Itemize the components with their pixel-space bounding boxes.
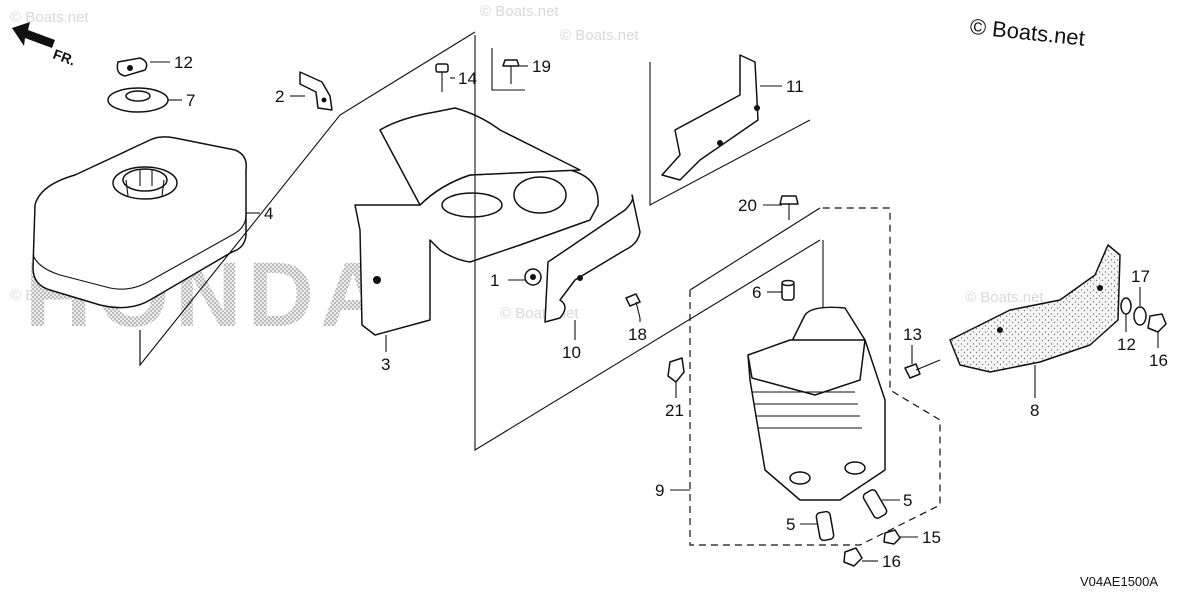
callout-18: 18 <box>628 325 647 344</box>
muffler-protector <box>949 244 1121 373</box>
nut-16 <box>883 529 901 545</box>
collar-6 <box>781 279 795 301</box>
callout-8: 9 <box>655 481 664 500</box>
washer-17 <box>1133 306 1147 326</box>
callout-17: 17 <box>1131 267 1150 286</box>
callout-1: 1 <box>490 271 499 290</box>
callout-14: 13 <box>903 325 922 344</box>
watermark: © Boats.net <box>965 289 1044 306</box>
callout-4: 4 <box>264 204 273 223</box>
callout-20: 20 <box>738 196 757 215</box>
callout-5: 5 <box>903 491 912 510</box>
clip-21 <box>667 357 685 383</box>
watermark: © Boats.net <box>480 3 559 20</box>
copyright-label: © Boats.net <box>969 14 1086 51</box>
bolt-18 <box>625 293 641 319</box>
figure-code: V04AE1500A <box>1080 574 1158 589</box>
muffler <box>747 240 886 501</box>
washer-12 <box>1120 297 1132 315</box>
callout-16: 16 <box>1149 351 1168 370</box>
nut-16 <box>1147 313 1167 333</box>
fan-shroud <box>354 107 599 336</box>
nut-16 <box>843 547 863 567</box>
watermark: © Boats.net <box>560 27 639 44</box>
callout-13: 12 <box>174 53 193 72</box>
cap-clip <box>116 57 148 77</box>
callout-15: 14 <box>458 69 477 88</box>
fuel-cap <box>107 87 169 113</box>
front-arrow-icon: FR. <box>12 22 78 69</box>
callout-6: 6 <box>752 283 761 302</box>
callout-2: 2 <box>275 87 284 106</box>
fuel-tank <box>32 136 248 309</box>
grommet <box>524 268 542 286</box>
callout-16: 16 <box>882 552 901 571</box>
callout-21: 21 <box>665 401 684 420</box>
muffler-assembly-outline <box>689 207 941 546</box>
callout-12: 12 <box>1117 335 1136 354</box>
callout-11: 11 <box>786 77 804 96</box>
assembly-bracket-line <box>689 207 821 291</box>
watermark: © Boats.net <box>500 305 579 322</box>
shroud-bracket <box>299 71 333 111</box>
callout-10: 10 <box>562 343 581 362</box>
pipe-5 <box>862 489 888 519</box>
callout-7: 8 <box>1030 401 1039 420</box>
callout-5: 5 <box>786 515 795 534</box>
bolt-15 <box>435 63 449 92</box>
front-indicator-label: FR. <box>51 46 78 69</box>
watermark: © Boats.net <box>10 9 89 26</box>
callout-19: 19 <box>532 57 551 76</box>
bolt-bracket-line <box>491 48 525 91</box>
bolt-19 <box>502 59 520 84</box>
pipe-5 <box>815 510 835 542</box>
heat-shield-10 <box>544 194 641 323</box>
callout-16: 15 <box>922 528 941 547</box>
bracket-11-line <box>649 62 811 206</box>
assembly-bracket-line <box>474 35 821 451</box>
callout-3: 3 <box>381 355 390 374</box>
bolt-14 <box>904 359 941 379</box>
leader-lines <box>150 61 1159 562</box>
bolt-20 <box>779 195 799 220</box>
bracket-11 <box>661 54 760 181</box>
callout-9: 7 <box>186 91 195 110</box>
